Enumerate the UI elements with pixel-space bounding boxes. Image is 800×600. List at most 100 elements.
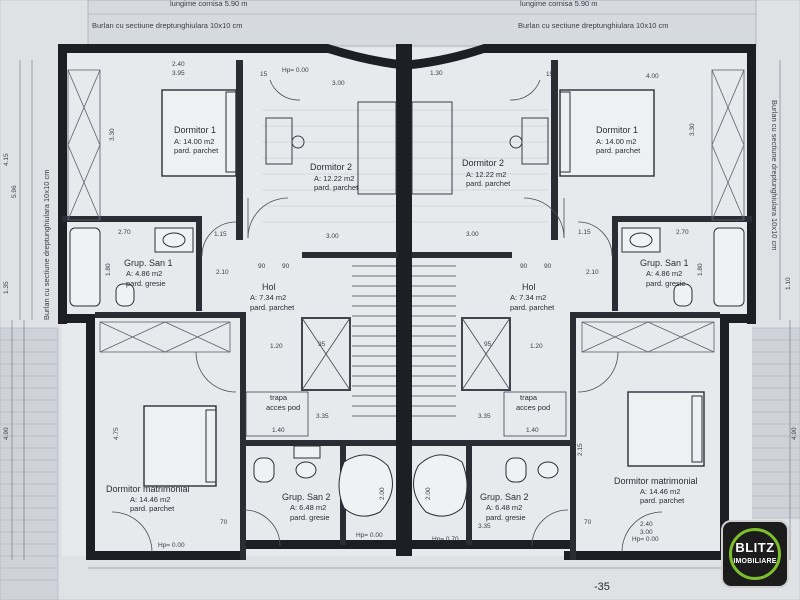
svg-text:pard. gresie: pard. gresie bbox=[646, 279, 686, 288]
svg-text:A: 14.46 m2: A: 14.46 m2 bbox=[640, 487, 680, 496]
parquet-hatch bbox=[262, 109, 548, 223]
svg-text:pard. gresie: pard. gresie bbox=[290, 513, 330, 522]
svg-text:pard. parchet: pard. parchet bbox=[466, 179, 511, 188]
svg-text:A: 12.22 m2: A: 12.22 m2 bbox=[466, 170, 506, 179]
svg-text:1.15: 1.15 bbox=[578, 229, 591, 236]
svg-text:2.70: 2.70 bbox=[118, 229, 131, 236]
dimension-labels: 2.40 3.95 3.00 1.30 4.00 3.30 3.30 2.70 … bbox=[3, 61, 798, 549]
svg-text:2.10: 2.10 bbox=[586, 269, 599, 276]
top-note-left-beam: Burlan cu sectiune dreptunghiulara 10x10… bbox=[92, 21, 243, 30]
svg-text:Hp= 0.00: Hp= 0.00 bbox=[158, 542, 185, 549]
svg-text:3.35: 3.35 bbox=[478, 523, 491, 530]
side-roof-left bbox=[0, 327, 59, 600]
svg-text:A: 14.00 m2: A: 14.00 m2 bbox=[174, 137, 214, 146]
svg-text:15: 15 bbox=[546, 71, 554, 78]
svg-text:4.75: 4.75 bbox=[113, 427, 120, 440]
svg-text:5.96: 5.96 bbox=[11, 185, 18, 198]
svg-text:Grup. San 1: Grup. San 1 bbox=[640, 258, 689, 268]
top-note-right-beam: Burlan cu sectiune dreptunghiulara 10x10… bbox=[518, 21, 669, 30]
svg-text:2.00: 2.00 bbox=[425, 487, 432, 500]
svg-text:4.00: 4.00 bbox=[646, 73, 659, 80]
svg-text:4.90: 4.90 bbox=[3, 427, 10, 440]
svg-text:1.40: 1.40 bbox=[526, 427, 539, 434]
svg-text:Hol: Hol bbox=[262, 282, 276, 292]
beds bbox=[143, 89, 705, 487]
logo-line1: BLITZ bbox=[735, 540, 775, 555]
svg-text:1.20: 1.20 bbox=[530, 343, 543, 350]
svg-text:70: 70 bbox=[220, 519, 228, 526]
room-trapa-left: trapa acces pod bbox=[266, 393, 300, 412]
room-grup-san-1-left: Grup. San 1 A: 4.86 m2 pard. gresie bbox=[124, 258, 173, 288]
svg-text:2.00: 2.00 bbox=[379, 487, 386, 500]
stairs bbox=[245, 265, 567, 437]
logo-ring-icon bbox=[729, 528, 781, 580]
svg-text:Dormitor 2: Dormitor 2 bbox=[310, 162, 352, 172]
svg-text:3.00: 3.00 bbox=[332, 80, 345, 87]
room-trapa-right: trapa acces pod bbox=[516, 393, 550, 412]
side-note-left: Burlan cu sectiune dreptunghiulara 10x10… bbox=[42, 169, 51, 320]
top-note-left-length: lungime cornisa 5.90 m bbox=[170, 0, 248, 8]
door-swings bbox=[111, 79, 663, 553]
svg-text:Dormitor 1: Dormitor 1 bbox=[596, 125, 638, 135]
room-dormitor-2-right: Dormitor 2 A: 12.22 m2 pard. parchet bbox=[462, 158, 511, 188]
svg-text:pard. gresie: pard. gresie bbox=[126, 279, 166, 288]
svg-text:Hp= 0.00: Hp= 0.00 bbox=[632, 536, 659, 543]
logo-line2: IMOBILIARE bbox=[733, 558, 777, 565]
svg-text:pard. parchet: pard. parchet bbox=[250, 303, 295, 312]
svg-text:Grup. San 2: Grup. San 2 bbox=[282, 492, 331, 502]
svg-text:trapa: trapa bbox=[520, 393, 538, 402]
svg-text:15: 15 bbox=[260, 71, 268, 78]
blitz-imobiliare-logo: BLITZ IMOBILIARE bbox=[721, 520, 789, 588]
sanitary bbox=[69, 227, 745, 517]
svg-text:1.30: 1.30 bbox=[430, 70, 443, 77]
svg-text:3.35: 3.35 bbox=[478, 413, 491, 420]
svg-text:1.10: 1.10 bbox=[785, 277, 792, 290]
svg-text:A: 14.00 m2: A: 14.00 m2 bbox=[596, 137, 636, 146]
svg-text:pard. parchet: pard. parchet bbox=[640, 496, 685, 505]
svg-text:1.80: 1.80 bbox=[105, 263, 112, 276]
room-grup-san-1-right: Grup. San 1 A: 4.86 m2 pard. gresie bbox=[640, 258, 689, 288]
svg-text:4.15: 4.15 bbox=[3, 153, 10, 166]
room-grup-san-2-right: Grup. San 2 A: 6.48 m2 pard. gresie bbox=[480, 492, 529, 522]
room-dormitor-2-left: Dormitor 2 A: 12.22 m2 pard. parchet bbox=[310, 162, 359, 192]
svg-text:3.00: 3.00 bbox=[466, 231, 479, 238]
svg-text:95: 95 bbox=[318, 341, 326, 348]
svg-text:Hp= 0.00: Hp= 0.00 bbox=[356, 532, 383, 539]
svg-text:4.90: 4.90 bbox=[791, 427, 798, 440]
roof-strip bbox=[87, 0, 757, 47]
svg-text:2.70: 2.70 bbox=[676, 229, 689, 236]
svg-text:Grup. San 2: Grup. San 2 bbox=[480, 492, 529, 502]
side-note-right: Burlan cu sectiune dreptunghiulara 10x10… bbox=[770, 100, 779, 251]
svg-text:pard. parchet: pard. parchet bbox=[130, 504, 175, 513]
svg-text:3.35: 3.35 bbox=[316, 413, 329, 420]
room-dormitor-1-left: Dormitor 1 A: 14.00 m2 pard. parchet bbox=[174, 125, 219, 155]
svg-text:90: 90 bbox=[544, 263, 552, 270]
svg-text:A: 14.46 m2: A: 14.46 m2 bbox=[130, 495, 170, 504]
bed-right-top bbox=[559, 89, 655, 177]
svg-text:A: 6.48 m2: A: 6.48 m2 bbox=[486, 503, 522, 512]
room-dormitor-matrimonial-left: Dormitor matrimonial A: 14.46 m2 pard. p… bbox=[106, 484, 190, 513]
svg-text:90: 90 bbox=[282, 263, 290, 270]
svg-text:pard. parchet: pard. parchet bbox=[174, 146, 219, 155]
svg-text:Hp= 0.70: Hp= 0.70 bbox=[432, 536, 459, 543]
svg-text:pard. parchet: pard. parchet bbox=[596, 146, 641, 155]
svg-text:1.20: 1.20 bbox=[270, 343, 283, 350]
svg-text:pard. gresie: pard. gresie bbox=[486, 513, 526, 522]
bed-right-master bbox=[627, 391, 705, 467]
svg-text:A: 7.34 m2: A: 7.34 m2 bbox=[510, 293, 546, 302]
svg-text:Dormitor 1: Dormitor 1 bbox=[174, 125, 216, 135]
svg-text:2.15: 2.15 bbox=[577, 443, 584, 456]
svg-text:Grup. San 1: Grup. San 1 bbox=[124, 258, 173, 268]
svg-text:95: 95 bbox=[484, 341, 492, 348]
svg-text:A: 4.86 m2: A: 4.86 m2 bbox=[646, 269, 682, 278]
svg-text:1.40: 1.40 bbox=[272, 427, 285, 434]
svg-text:1.15: 1.15 bbox=[214, 231, 227, 238]
page-number: -35 bbox=[594, 581, 610, 593]
svg-text:acces pod: acces pod bbox=[266, 403, 300, 412]
svg-text:2.10: 2.10 bbox=[216, 269, 229, 276]
svg-text:3.00: 3.00 bbox=[640, 529, 653, 536]
svg-text:2.40: 2.40 bbox=[640, 521, 653, 528]
svg-text:70: 70 bbox=[584, 519, 592, 526]
svg-text:pard. parchet: pard. parchet bbox=[510, 303, 555, 312]
